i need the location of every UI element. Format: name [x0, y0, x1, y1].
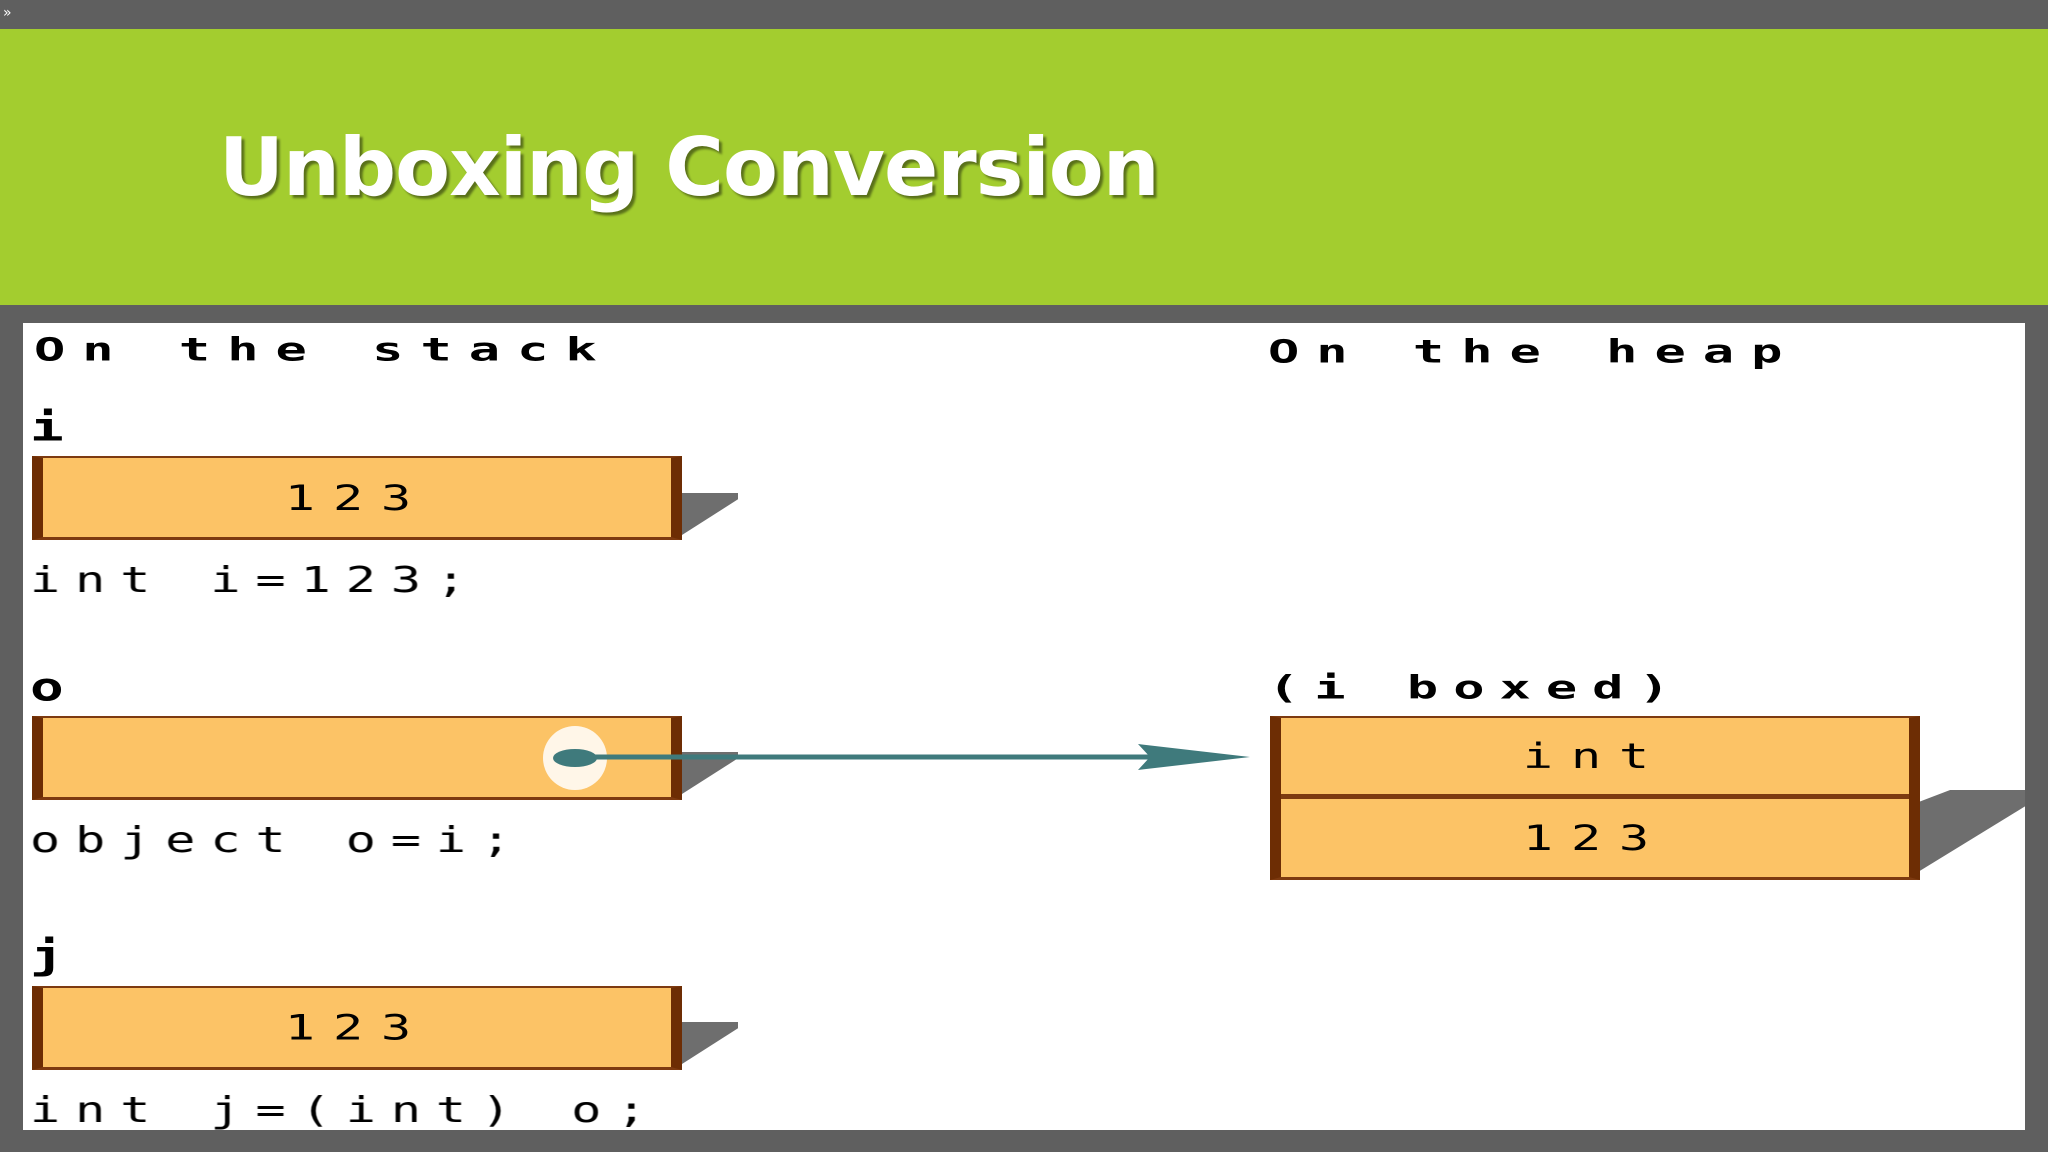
var-i-code: int i=123;	[30, 559, 482, 601]
heap-type-cell: int	[1281, 718, 1909, 794]
stack-heading: On the stack	[34, 331, 614, 369]
var-o-name: o	[30, 664, 64, 711]
heap-value: 123	[1522, 817, 1668, 859]
heap-divider	[1281, 794, 1909, 799]
var-i-value: 123	[284, 477, 430, 518]
var-j-code: int j=(int) o;	[30, 1089, 662, 1131]
heap-heading: On the heap	[1268, 333, 1800, 371]
var-o-code: object o=i;	[30, 819, 527, 861]
var-i-name: i	[30, 404, 64, 451]
var-i-box: 123	[32, 456, 682, 540]
app-icon: »	[3, 5, 12, 21]
heap-object-label: (i boxed)	[1268, 669, 1685, 707]
var-j-value: 123	[284, 1007, 430, 1048]
var-j-name: j	[30, 932, 64, 979]
heap-value-cell: 123	[1281, 799, 1909, 877]
var-j-box: 123	[32, 986, 682, 1070]
window-titlebar: »	[0, 0, 2048, 29]
slide-title: Unboxing Conversion	[219, 121, 1160, 214]
bottom-strip	[0, 1130, 2048, 1152]
heap-type: int	[1522, 735, 1668, 777]
var-o-value	[43, 730, 671, 785]
title-banner	[0, 29, 2048, 305]
var-o-box	[32, 716, 682, 800]
heap-object-box: int 123	[1270, 716, 1920, 880]
